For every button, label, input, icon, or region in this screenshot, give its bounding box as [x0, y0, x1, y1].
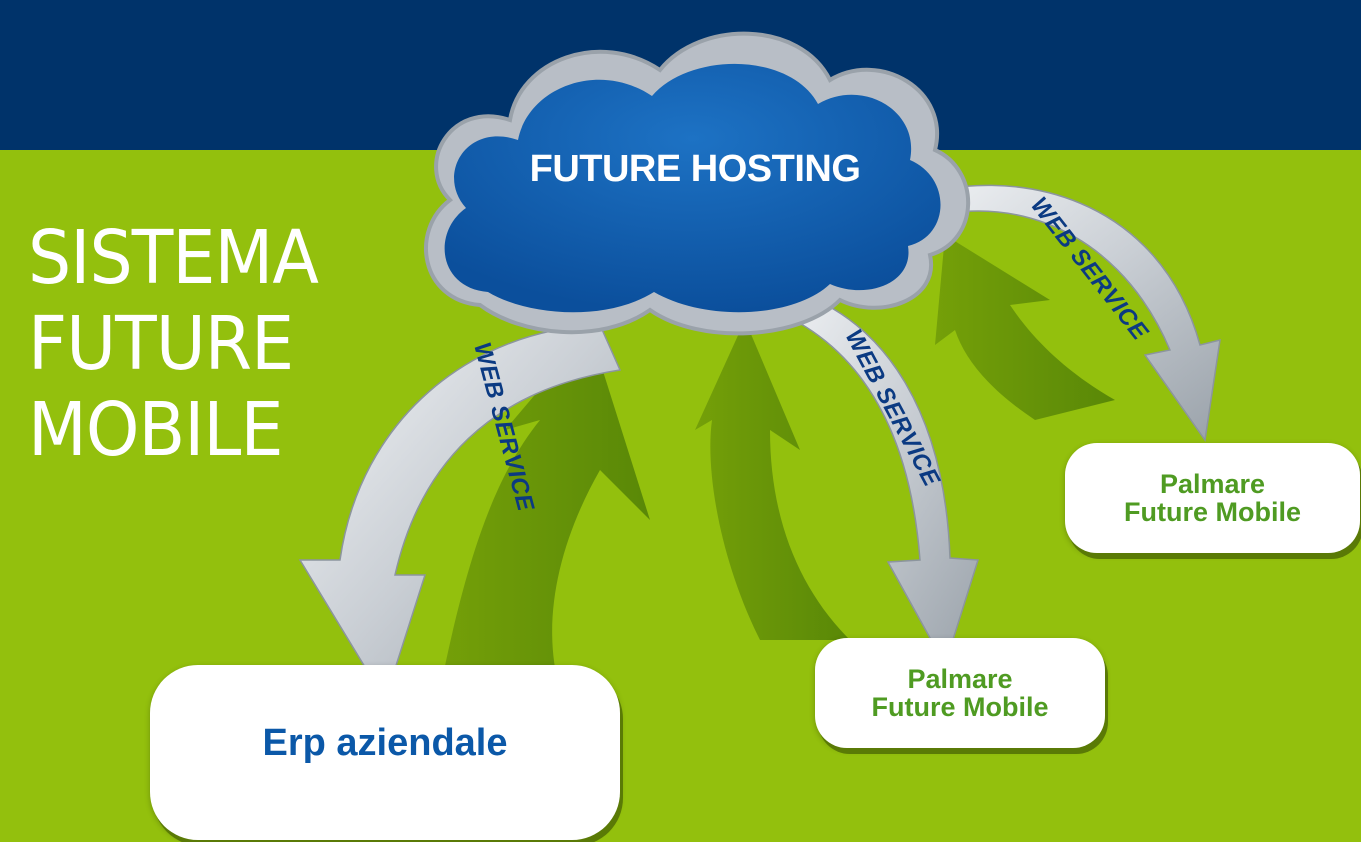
erp-node-label: Erp aziendale [262, 722, 508, 764]
down-arrow-3 [878, 184, 1221, 442]
down-arrow-1 [298, 324, 622, 702]
title-line-2: FUTURE [28, 301, 294, 387]
cloud-label: FUTURE HOSTING [529, 148, 861, 190]
palmare-node-2-label: Palmare Future Mobile [1124, 470, 1301, 526]
up-arrow-1 [440, 330, 650, 690]
system-title: SISTEMA FUTURE MOBILE [28, 215, 319, 473]
palmare-node-1-label: Palmare Future Mobile [872, 665, 1049, 721]
palmare-node-2-line-2: Future Mobile [1124, 497, 1301, 527]
title-line-3: MOBILE [28, 387, 283, 473]
palmare-node-1-line-1: Palmare [907, 664, 1013, 694]
up-arrow-2 [695, 320, 850, 640]
title-line-1: SISTEMA [28, 215, 319, 301]
palmare-node-2-line-1: Palmare [1159, 469, 1266, 499]
connector-label-2: WEB SERVICE [840, 325, 946, 491]
up-arrow-3 [935, 235, 1115, 420]
palmare-node-1: Palmare Future Mobile [815, 638, 1105, 748]
palmare-node-2: Palmare Future Mobile [1065, 443, 1360, 553]
down-arrow-2 [758, 289, 980, 667]
palmare-node-1-line-2: Future Mobile [871, 692, 1049, 722]
cloud-body [444, 63, 941, 313]
erp-node: Erp aziendale [150, 665, 620, 840]
